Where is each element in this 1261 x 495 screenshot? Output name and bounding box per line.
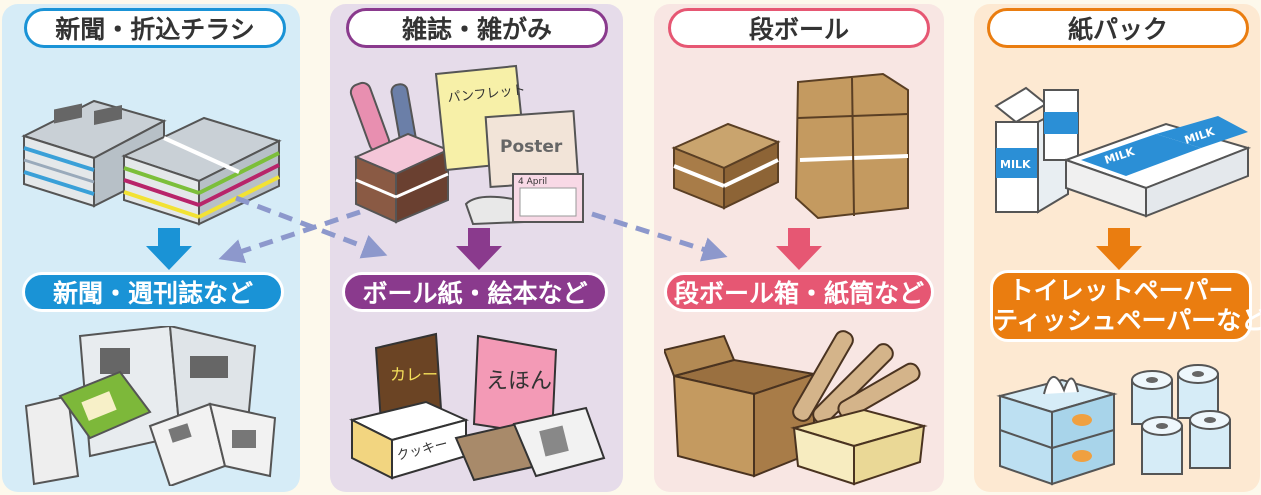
paper-pack-result: トイレットペーパー ティッシュペーパーなど: [990, 270, 1261, 342]
cookie-box: クッキー: [349, 400, 469, 480]
paperboard-illustration: カレー えほん クッキー: [349, 332, 606, 482]
calendar-label: 4 April: [518, 177, 547, 187]
paper-scraps: [454, 406, 606, 482]
magazine-title: 雑誌・雑がみ: [346, 8, 608, 48]
magazine-down-arrow-icon: [456, 228, 502, 270]
newspaper-stack-illustration: [21, 99, 282, 226]
ehon-label: えほん: [486, 369, 552, 394]
magazine-result: ボール紙・絵本など: [342, 272, 608, 312]
folded-cardboard-boxes: [794, 72, 909, 220]
paper-pack-down-arrow-icon: [1096, 228, 1142, 270]
poster: Poster: [484, 109, 580, 189]
magazine-bundle: [353, 132, 451, 224]
cardboard-illustration: [671, 72, 909, 220]
milk-label-1: MILK: [1000, 158, 1031, 171]
flat-cardboard-stack: [671, 122, 781, 210]
cardboard-down-arrow-icon: [776, 228, 822, 270]
paper-pack-title: 紙パック: [987, 8, 1249, 48]
poster-label: Poster: [500, 137, 563, 157]
curry-label: カレー: [390, 365, 438, 384]
cardboard-result: 段ボール箱・紙筒など: [664, 272, 934, 312]
paper-tubes: [792, 330, 921, 425]
flattened-milk-cartons: MILK MILK: [1063, 116, 1252, 218]
dashed-arrow-to-newspaper: [218, 209, 361, 264]
milk-cartons-standing: MILK: [994, 86, 1079, 214]
milk-carton-illustration: MILK MILK MILK: [994, 86, 1252, 218]
tissue-and-toilet-paper-illustration: [996, 364, 1231, 486]
open-newspaper-illustration: [24, 326, 277, 486]
paper-pack-result-line-2: ティッシュペーパーなど: [993, 306, 1261, 335]
cardboard-title: 段ボール: [668, 8, 930, 48]
dashed-arrow-to-paperboard: [235, 195, 388, 259]
small-paper-box: [790, 408, 928, 486]
newspaper-result: 新聞・週刊誌など: [22, 272, 284, 312]
cardboard-box-illustration: [664, 330, 928, 486]
open-weekly-magazine: [148, 402, 277, 486]
wrapping-paper-rolls: [349, 81, 418, 153]
calendar: 4 April: [464, 173, 584, 226]
newspaper-title: 新聞・折込チラシ: [24, 8, 286, 48]
tissue-boxes: [996, 376, 1118, 486]
cardboard-box-open: [664, 334, 815, 478]
toilet-paper-rolls: [1131, 364, 1231, 475]
magazine-illustration: パンフレット Poster 4 April: [349, 64, 584, 226]
newspaper-down-arrow-icon: [146, 228, 192, 270]
dashed-arrow-to-cardboard: [591, 211, 728, 262]
newspaper-bundle-right: [121, 116, 282, 226]
green-magazine: [58, 370, 152, 440]
paper-pack-result-line-1: トイレットペーパー: [1008, 276, 1234, 305]
